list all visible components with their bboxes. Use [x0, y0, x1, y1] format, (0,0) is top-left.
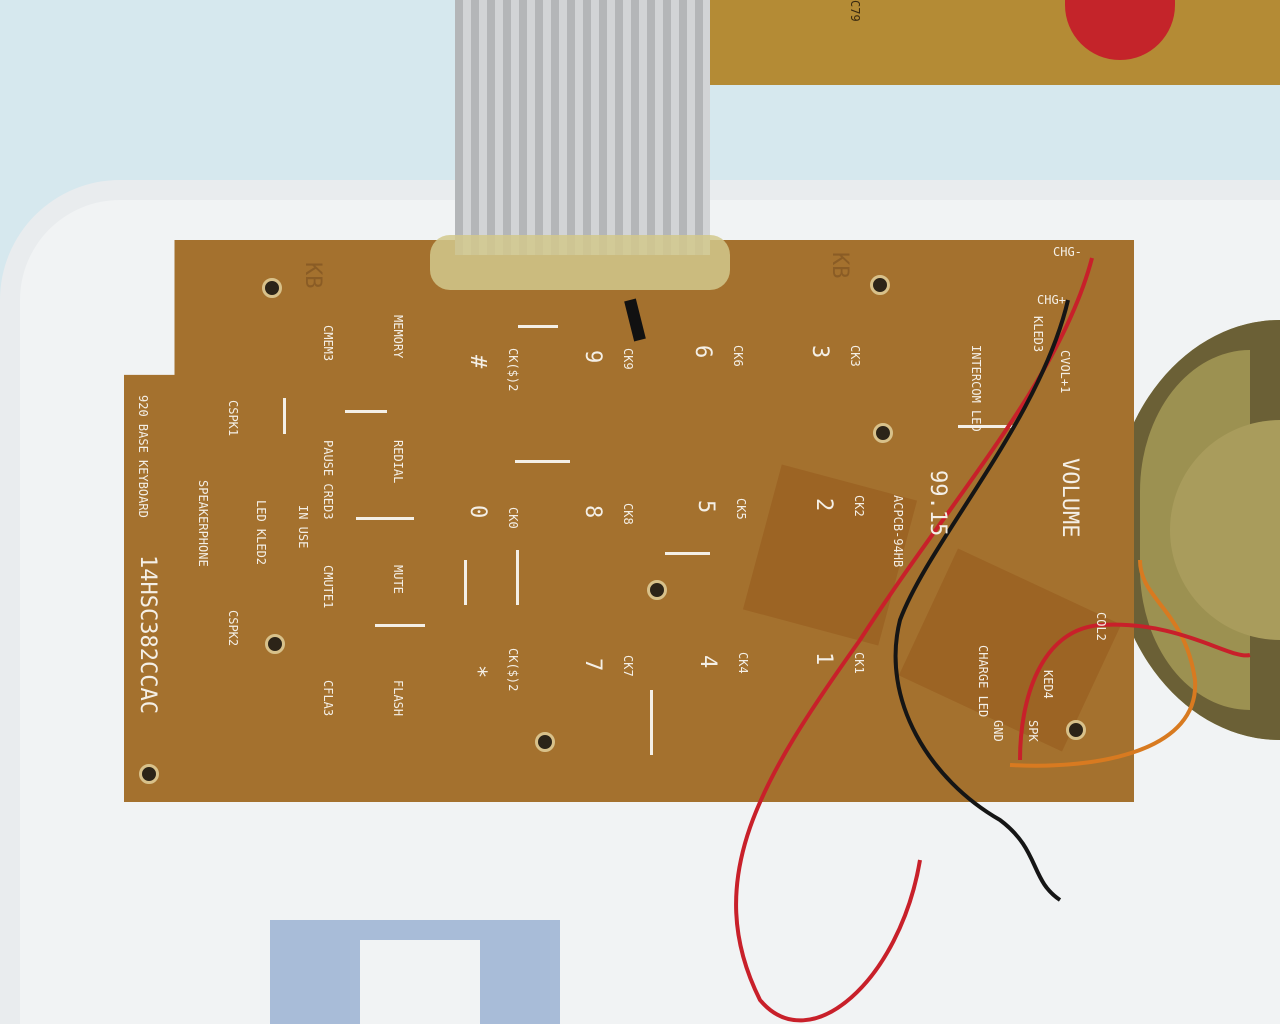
- mount-hole: [265, 634, 285, 654]
- key-label: CK7: [621, 655, 635, 677]
- key-label: CK5: [734, 498, 748, 520]
- red-wire: [734, 257, 1094, 1023]
- key-outline: [958, 425, 1013, 428]
- mute-label: MUTE: [391, 565, 405, 594]
- mount-hole: [870, 275, 890, 295]
- speakerphone-label: SPEAKERPHONE: [196, 480, 210, 567]
- kb-logo: KB: [827, 252, 852, 279]
- key-label: CK6: [731, 345, 745, 367]
- mount-hole: [262, 278, 282, 298]
- cspk1-label: CSPK1: [226, 400, 240, 437]
- intercom-led-label: INTERCOM LED: [969, 345, 983, 432]
- board-name: 920 BASE KEYBOARD: [136, 395, 150, 518]
- blue-plastic-bracket: [270, 920, 560, 1024]
- key-glyph: 0: [465, 505, 490, 519]
- charge-led-label: CHARGE LED: [976, 645, 990, 718]
- label-ked4: KED4: [1041, 670, 1055, 699]
- key-outline: [345, 410, 387, 413]
- memory-label: MEMORY: [391, 315, 405, 359]
- orange-wire: [1009, 559, 1198, 768]
- key-label: CK2: [852, 495, 866, 517]
- label-spk: SPK: [1026, 720, 1040, 742]
- key-glyph: 3: [807, 345, 832, 359]
- ribbon-cable: [455, 0, 710, 255]
- key-label: CK8: [621, 503, 635, 525]
- key-glyph: #: [465, 355, 490, 369]
- top-board-code: C79: [848, 0, 862, 22]
- mount-hole: [647, 580, 667, 600]
- part-number: 14HSC382CCAC: [135, 555, 160, 714]
- cspk2-label: CSPK2: [226, 610, 240, 647]
- key-label: CK($)2: [506, 648, 520, 692]
- flash-label: FLASH: [391, 680, 405, 717]
- black-sealant: [624, 298, 646, 342]
- label-chg-plus: CHG+: [1037, 293, 1066, 307]
- key-glyph: 6: [690, 345, 715, 359]
- cmem3-label: CMEM3: [321, 325, 335, 362]
- date-code: 99.15: [925, 470, 950, 537]
- volume-label: VOLUME: [1057, 458, 1082, 538]
- key-outline: [516, 550, 519, 605]
- key-glyph: 4: [695, 655, 720, 669]
- upper-circuit-board: [700, 0, 1280, 85]
- key-label: CK9: [621, 348, 635, 370]
- key-outline: [375, 624, 425, 627]
- label-gnd: GND: [991, 720, 1005, 742]
- key-label: CK3: [848, 345, 862, 367]
- label-chg-minus: CHG-: [1053, 245, 1082, 259]
- key-outline: [356, 517, 414, 520]
- kb-logo: KB: [300, 262, 325, 289]
- cmute1-label: CMUTE1: [321, 565, 335, 609]
- redial-label: REDIAL: [391, 440, 405, 484]
- keypad-pcb: [124, 240, 1134, 802]
- key-outline: [464, 560, 467, 605]
- key-outline: [665, 552, 710, 555]
- glue-bead: [430, 235, 730, 290]
- key-glyph: *: [465, 665, 490, 679]
- red-wire-2: [1018, 622, 1251, 761]
- rev-code: ACPCB-94HB: [891, 495, 905, 568]
- key-label: CK0: [506, 507, 520, 529]
- black-wire: [893, 299, 1070, 902]
- key-label: CK4: [736, 652, 750, 674]
- mount-hole: [139, 764, 159, 784]
- key-outline: [283, 398, 286, 434]
- mount-hole: [873, 423, 893, 443]
- key-outline: [518, 325, 558, 328]
- cfla3-label: CFLA3: [321, 680, 335, 717]
- pause-cred3-label: PAUSE CRED3: [321, 440, 335, 520]
- key-glyph: 5: [693, 500, 718, 514]
- key-outline: [515, 460, 570, 463]
- key-glyph: 7: [580, 658, 605, 672]
- key-label: CK1: [852, 652, 866, 674]
- key-outline: [650, 690, 653, 755]
- key-label: CK($)2: [506, 348, 520, 392]
- key-glyph: 9: [580, 350, 605, 364]
- key-glyph: 8: [580, 505, 605, 519]
- label-cvol: CVOL+1: [1058, 350, 1072, 394]
- label-kled3: KLED3: [1031, 316, 1045, 353]
- in-use-label: IN USE: [296, 505, 310, 549]
- mount-hole: [1066, 720, 1086, 740]
- led-kled2-label: LED KLED2: [254, 500, 268, 566]
- label-col2: COL2: [1094, 612, 1108, 641]
- key-glyph: 2: [811, 498, 836, 512]
- mount-hole: [535, 732, 555, 752]
- key-glyph: 1: [811, 652, 836, 666]
